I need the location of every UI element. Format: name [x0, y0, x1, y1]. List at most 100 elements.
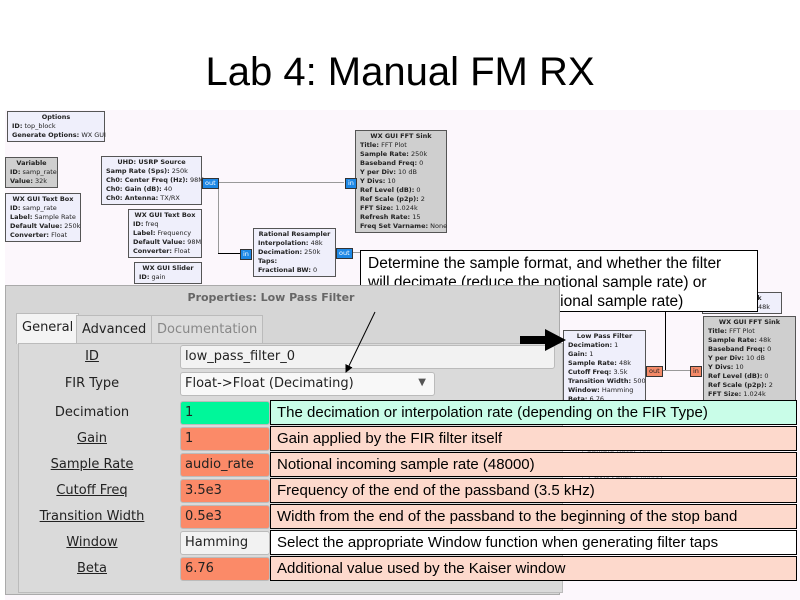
tab-advanced[interactable]: Advanced — [76, 315, 153, 343]
block-title: WX GUI Text Box — [134, 211, 196, 219]
param-key: Sample Rate: — [360, 150, 409, 158]
callout-line: Determine the sample format, and whether… — [368, 255, 722, 272]
param-value: 250k — [304, 248, 321, 256]
param-key: ID: — [10, 204, 21, 212]
block-title: Rational Resampler — [258, 230, 331, 238]
block-param: Y Axis Label: Counts — [587, 473, 659, 482]
block-param: Ch0: Center Freq (Hz): 98M — [106, 176, 204, 185]
param-key: Refresh Rate: — [360, 213, 411, 221]
param-key: Ref Scale (p2p): — [360, 195, 419, 203]
field-value: 6.76 — [185, 561, 214, 576]
param-value: 250k — [171, 167, 188, 175]
param-key: Ch0: Gain (dB): — [106, 185, 162, 193]
param-label: FIR Type — [64, 376, 120, 391]
block-param: ID: freq — [133, 220, 197, 229]
wire — [218, 253, 240, 254]
block-param: Converter: Float — [10, 231, 76, 240]
wire — [665, 312, 666, 370]
param-value: 1 — [589, 350, 594, 358]
param-value: 15 — [412, 213, 421, 221]
port-in[interactable]: in — [240, 249, 252, 260]
param-field[interactable]: 6.76 — [180, 557, 270, 581]
block-param: Freq Set Varname: None — [360, 222, 447, 231]
param-key: FFT Size: — [360, 204, 394, 212]
param-key: Converter: — [10, 231, 50, 239]
param-key: Label: — [10, 213, 33, 221]
block-param: Sample Rate: 250k — [360, 150, 442, 159]
param-value: 250k — [410, 150, 428, 158]
param-field[interactable]: 3.5e3 — [180, 479, 270, 503]
port-in[interactable]: in — [345, 178, 357, 189]
param-key: Generate Options: — [12, 131, 80, 139]
param-value: Frequency — [157, 229, 192, 237]
param-field[interactable]: Hamming — [180, 531, 270, 555]
param-key: Freq Set Varname: — [360, 222, 429, 230]
param-key: Ch0: Center Freq (Hz): — [106, 176, 188, 184]
block-param: Beta: 6.76 — [568, 395, 641, 404]
field-value: low_pass_filter_0 — [185, 349, 295, 364]
block-param: Ch0: Gain (dB): 40 — [106, 185, 197, 194]
fir-type-dropdown[interactable]: Float->Float (Decimating)▼ — [180, 372, 435, 396]
block-param: Title: FFT Plot — [360, 141, 442, 150]
block-param: Samp Rate (Sps): 250k — [106, 167, 197, 176]
param-value: 3.5k — [613, 368, 628, 376]
param-value: top_block — [24, 122, 56, 130]
param-value: Float — [51, 231, 68, 239]
block-param: Baseband Freq: 0 — [360, 159, 442, 168]
param-key: Baseband Freq: — [360, 159, 418, 167]
param-key: ID: — [12, 122, 23, 130]
tab-general[interactable]: General — [16, 313, 80, 344]
param-description: The decimation or interpolation rate (de… — [270, 400, 797, 425]
param-value: 6.76 — [589, 395, 605, 403]
block-param: Taps: — [258, 257, 331, 266]
tab-documentation[interactable]: Documentation — [151, 315, 264, 343]
param-value: FFT Plot — [381, 141, 407, 149]
block-param: Value: 32k — [10, 177, 53, 186]
block-param: Title: FFT Plot — [708, 327, 791, 336]
wire — [218, 182, 219, 253]
param-field[interactable]: audio_rate — [180, 453, 270, 477]
param-key: Fractional BW: — [258, 266, 311, 274]
param-field[interactable]: 1 — [180, 427, 270, 451]
param-value: Counts — [636, 473, 659, 481]
param-key: Taps: — [258, 257, 278, 265]
block-param: Label: Frequency — [133, 229, 197, 238]
param-description: Notional incoming sample rate (48000) — [270, 452, 797, 477]
param-key: Baseband Freq: — [708, 345, 766, 353]
port-in[interactable]: in — [690, 366, 702, 377]
param-value: 10 — [735, 363, 744, 371]
param-key: Ref Scale (p2p): — [708, 381, 767, 389]
block-param: Decimation: 250k — [258, 248, 331, 257]
block-param: Ref Scale (p2p): 2 — [360, 195, 442, 204]
block-param: Default Value: 98M — [133, 238, 201, 247]
block-param: ID: gain — [139, 273, 197, 282]
param-key: Ref Level (dB): — [708, 372, 763, 380]
param-value: 1 — [614, 341, 619, 349]
block-title: WX GUI FFT Sink — [370, 132, 432, 140]
block-param: Transition Width: 500 — [568, 377, 646, 386]
port-out[interactable]: out — [336, 248, 353, 259]
param-key: Gain: — [568, 350, 588, 358]
param-label: Beta — [77, 561, 107, 576]
block-param: Sample Rate: 48k — [708, 336, 791, 345]
param-field[interactable]: low_pass_filter_0 — [180, 345, 555, 369]
port-out[interactable]: out — [202, 178, 219, 189]
block-title: Options — [41, 113, 71, 121]
block-title: Low Pass Filter — [576, 332, 633, 340]
param-value: 0 — [767, 345, 772, 353]
param-field[interactable]: 1 — [180, 401, 270, 425]
param-value: TX/RX — [160, 194, 180, 202]
block-param: Ref Level (dB): 0 — [360, 186, 442, 195]
port-out[interactable]: out — [646, 366, 663, 377]
param-field[interactable]: 0.5e3 — [180, 505, 270, 529]
block-param: Window: Hamming — [568, 386, 641, 395]
